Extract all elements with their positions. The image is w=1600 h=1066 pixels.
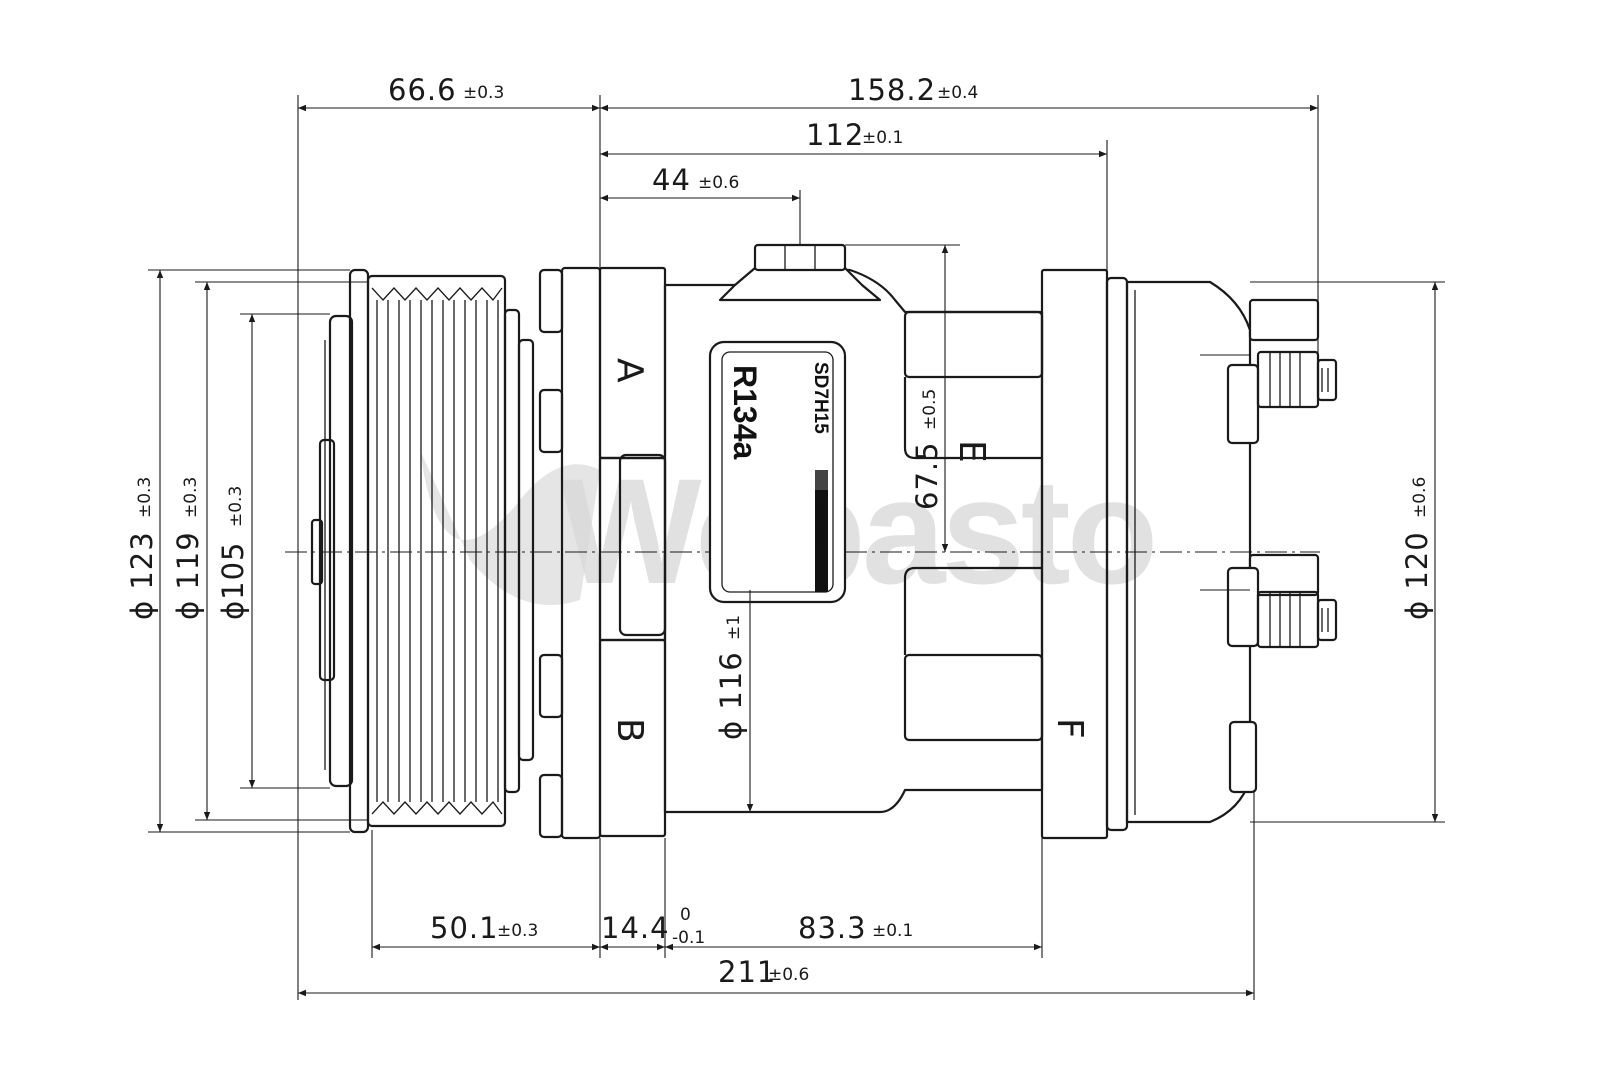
dim-value: 67.5 <box>910 441 944 510</box>
dim-tolerance-upper: 0 <box>680 905 691 925</box>
dim-value: ϕ 116 <box>714 651 748 740</box>
dim-tolerance: ±1 <box>724 615 744 640</box>
dim-tolerance: ±0.3 <box>135 477 155 518</box>
dim-dia-120: ϕ 120 ±0.6 <box>1400 477 1434 620</box>
dim-tolerance: ±0.3 <box>497 921 538 941</box>
dim-value: ϕ 119 <box>171 531 205 620</box>
dim-mount-to-fitting: 44 ±0.6 <box>652 163 739 197</box>
watermark: Webasto <box>420 447 1158 615</box>
dim-ear-spacing: 83.3 ±0.1 <box>798 911 913 945</box>
dim-pulley-width: 50.1 ±0.3 <box>430 911 538 945</box>
model-label: SD7H15 <box>810 362 831 434</box>
watermark-text: Webasto <box>560 447 1154 615</box>
dim-value: 66.6 <box>388 73 457 107</box>
dim-tolerance: ±0.3 <box>463 83 504 103</box>
dim-tolerance-lower: -0.1 <box>672 928 705 948</box>
dim-ear-width: 14.4 0 -0.1 <box>601 905 705 948</box>
dim-tolerance: ±0.4 <box>937 83 978 103</box>
dim-value: 211 <box>718 955 776 989</box>
dimension-lines <box>156 104 1439 997</box>
dim-tolerance: ±0.1 <box>862 128 903 148</box>
dim-value: 158.2 <box>848 73 936 107</box>
dim-tolerance: ±0.3 <box>181 477 201 518</box>
dim-tolerance: ±0.6 <box>698 173 739 193</box>
port-f-label: F <box>1049 718 1090 739</box>
dim-dia-105: ϕ105 ±0.3 <box>216 486 250 620</box>
dim-dia-123: ϕ 123 ±0.3 <box>125 477 159 620</box>
dim-tolerance: ±0.1 <box>872 921 913 941</box>
dim-value: ϕ 120 <box>1400 531 1434 620</box>
watermark-w-mark <box>420 450 600 605</box>
dim-body-length: 112 ±0.1 <box>806 118 903 152</box>
rear-fitting-lower <box>1226 553 1338 794</box>
dim-tolerance: ±0.6 <box>768 965 809 985</box>
port-e-label: E <box>951 440 992 463</box>
dim-value: 14.4 <box>601 911 670 945</box>
dim-value: ϕ 123 <box>125 531 159 620</box>
dim-pulley-offset: 66.6 ±0.3 <box>388 73 504 107</box>
brand-bar <box>815 470 828 592</box>
clutch-hub <box>310 314 354 788</box>
dim-tolerance: ±0.3 <box>226 486 246 527</box>
brand-label: SANDEN <box>814 500 826 547</box>
pulley <box>348 268 535 834</box>
dim-tolerance: ±0.6 <box>1410 477 1430 518</box>
brand-logo-icon <box>815 470 828 490</box>
dim-value: 44 <box>652 163 691 197</box>
dim-mount-spacing: ϕ 116 ±1 <box>714 615 748 740</box>
extension-lines <box>148 95 1445 1000</box>
dim-value: 112 <box>806 118 864 152</box>
dim-mount-height: 67.5 ±0.5 <box>910 389 944 510</box>
dim-value: 50.1 <box>430 911 499 945</box>
dim-tolerance: ±0.5 <box>920 389 940 430</box>
refrigerant-label: R134a <box>727 365 763 460</box>
port-a-label: A <box>609 358 650 383</box>
dim-value: 83.3 <box>798 911 867 945</box>
dim-value: ϕ105 <box>216 542 250 620</box>
dim-overall-length: 211 ±0.6 <box>718 955 809 989</box>
rear-fitting-upper <box>1226 298 1338 445</box>
port-b-label: B <box>609 718 650 743</box>
dim-dia-119: ϕ 119 ±0.3 <box>171 477 205 620</box>
top-fitting <box>718 243 882 302</box>
pulley-grooves <box>376 300 499 802</box>
dim-body-to-rear: 158.2 ±0.4 <box>848 73 978 107</box>
label-plate: R134a SD7H15 SANDEN <box>708 340 847 604</box>
